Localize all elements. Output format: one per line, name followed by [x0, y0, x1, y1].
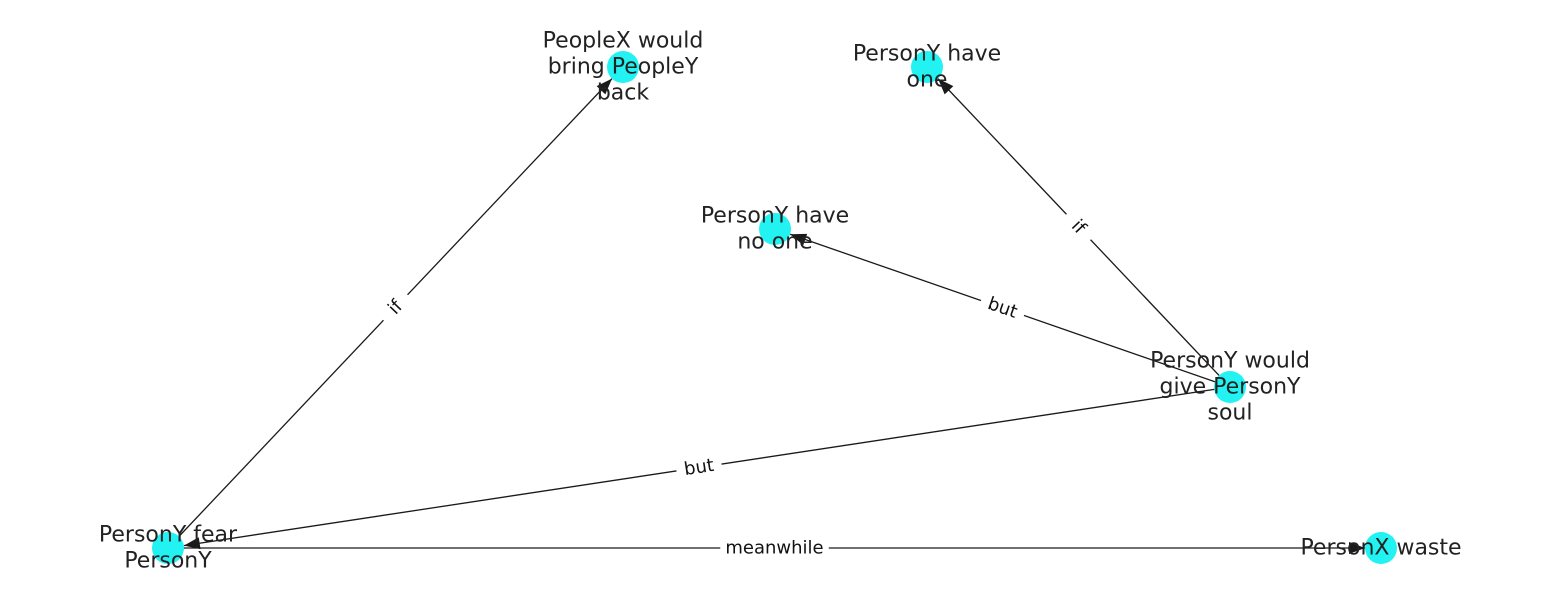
edge-persony_fear-to-personx_waste: meanwhile: [168, 536, 1365, 560]
node-peoplex_bring: [607, 51, 639, 83]
node-label-line: back: [597, 81, 650, 106]
edge-label-background: [674, 452, 724, 483]
node-persony_have_one: [911, 51, 943, 83]
node-label-line: give PersonY: [1160, 375, 1302, 400]
arrowhead: [938, 78, 954, 95]
arrowhead: [596, 78, 613, 95]
edge-label-group: if: [374, 286, 417, 329]
edge-label-group: meanwhile: [720, 536, 829, 560]
edges-layer: if if but but meanwhile: [167, 78, 1365, 560]
node-label-line: no one: [737, 230, 812, 255]
node-label-line: PersonY would: [1150, 349, 1310, 374]
edge-label-group: but: [674, 452, 724, 483]
edge-label-background: [977, 289, 1028, 327]
edge-label-background: [720, 536, 829, 560]
node-label-line: PersonY: [124, 549, 212, 574]
node-label-line: PersonY have: [853, 42, 1001, 67]
edge-label-group: if: [1057, 206, 1100, 248]
edge-label: meanwhile: [725, 538, 823, 559]
edge-persony_give_soul-to-persony_have_one: if: [937, 78, 1231, 388]
edge-label-group: but: [977, 289, 1028, 327]
edge-label-background: [374, 286, 417, 329]
node-label-line: PersonY have: [701, 204, 849, 229]
nodes-layer: [152, 51, 1397, 564]
edge-label-background: [1057, 206, 1100, 248]
edge-label: but: [683, 455, 716, 480]
node-label-line: PersonX waste: [1300, 536, 1461, 561]
node-label-line: bring PeopleY: [548, 55, 699, 80]
arrowhead: [790, 233, 808, 246]
arrowhead: [183, 537, 201, 550]
node-persony_give_soul: [1214, 371, 1246, 403]
node-label-line: PersonY fear: [99, 523, 238, 548]
edge-persony_give_soul-to-persony_fear: but: [183, 386, 1231, 550]
node-persony_have_no_one: [759, 213, 791, 245]
node-persony_fear: [152, 532, 184, 564]
edge-persony_fear-to-peoplex_bring: if: [167, 78, 613, 549]
node-label-line: one: [907, 68, 948, 93]
node-label-line: PeopleX would: [543, 29, 704, 54]
node-label-line: soul: [1208, 401, 1253, 426]
node-personx_waste: [1365, 532, 1397, 564]
node-label-personx_waste: PersonX waste: [1300, 536, 1461, 561]
arrowhead: [1349, 542, 1365, 554]
